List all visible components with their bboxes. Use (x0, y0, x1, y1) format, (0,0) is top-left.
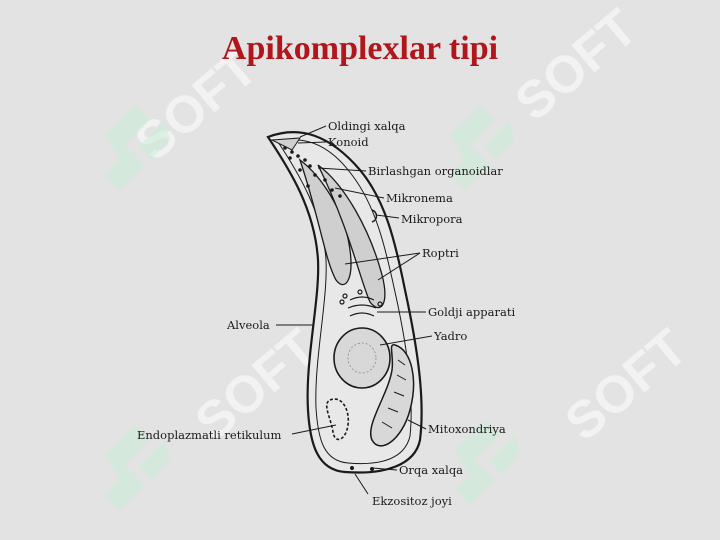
watermark-logo-top-right: SOFT (505, 0, 649, 132)
label-oldingi-xalqa: Oldingi xalqa (328, 119, 406, 133)
watermark-green-logo-1 (105, 105, 170, 190)
micropore (371, 209, 378, 223)
label-yadro: Yadro (433, 329, 467, 343)
conoid (270, 137, 301, 151)
micronemes (283, 146, 342, 198)
label-mikronema: Mikronema (386, 191, 453, 205)
label-goldji-apparati: Goldji apparati (428, 305, 515, 319)
label-birlashgan-organoidlar: Birlashgan organoidlar (368, 164, 503, 178)
label-mitoxondriya: Mitoxondriya (428, 422, 506, 436)
label-alveola: Alveola (226, 318, 270, 332)
cell-outer-membrane (266, 131, 423, 474)
mitochondrion (369, 344, 415, 447)
watermark-green-logo-2 (450, 105, 515, 190)
cell-inner-membrane (277, 139, 412, 465)
label-konoid: Konoid (328, 135, 369, 149)
watermark-logo-mid-right: SOFT (555, 318, 699, 452)
label-mikropora: Mikropora (401, 212, 463, 226)
label-orqa-xalqa: Orqa xalqa (399, 463, 463, 477)
watermark-logo-mid-left: SOFT (185, 318, 329, 452)
watermark-green-logo-4 (455, 420, 520, 505)
golgi-apparatus (339, 289, 383, 317)
watermark-green-logo-3 (105, 425, 170, 510)
leader-lines (276, 125, 433, 495)
rhoptry-1 (298, 158, 352, 286)
nucleus (333, 327, 391, 389)
label-endoplazmatli-retikulum: Endoplazmatli retikulum (137, 428, 281, 442)
endoplasmic-reticulum (326, 398, 350, 441)
page-title: Apikomplexlar tipi (221, 30, 499, 67)
label-roptri: Roptri (422, 246, 459, 260)
label-ekzositoz-joyi: Ekzositoz joyi (372, 494, 452, 508)
